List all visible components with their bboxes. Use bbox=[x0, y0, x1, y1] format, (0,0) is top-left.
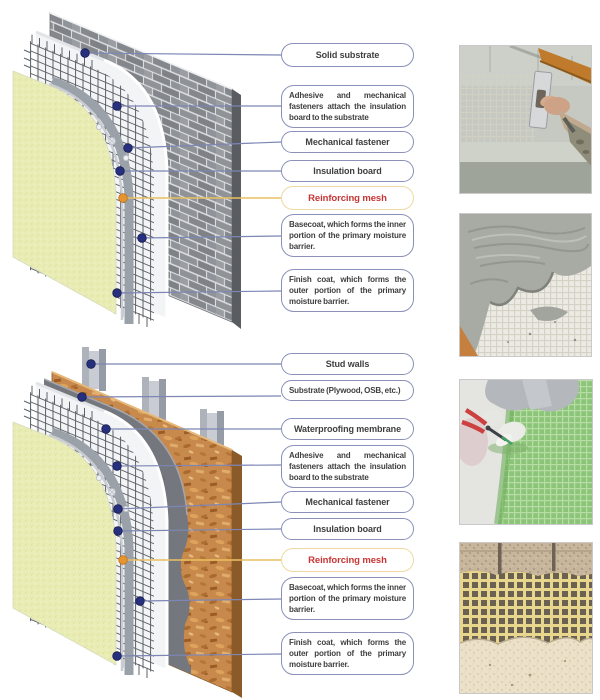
callout-adhesive-fasteners-top: Adhesive and mechanical fasteners attach… bbox=[281, 85, 414, 128]
callout-stud-walls: Stud walls bbox=[281, 353, 414, 375]
callout-dots-highlight bbox=[118, 193, 128, 565]
callout-substrate-plywood-osb: Substrate (Plywood, OSB, etc.) bbox=[281, 380, 414, 401]
callout-basecoat-bottom: Basecoat, which forms the inner portion … bbox=[281, 577, 414, 620]
top-diagram bbox=[13, 12, 241, 329]
callout-finish-coat-bottom: Finish coat, which forms the outer porti… bbox=[281, 632, 414, 675]
callout-reinforcing-mesh-bottom: Reinforcing mesh bbox=[281, 548, 414, 572]
callout-mechanical-fastener-top: Mechanical fastener bbox=[281, 131, 414, 153]
photo-wet-basecoat bbox=[459, 213, 592, 357]
callout-finish-coat-top: Finish coat, which forms the outer porti… bbox=[281, 269, 414, 312]
callout-mechanical-fastener-bottom: Mechanical fastener bbox=[281, 491, 414, 513]
photo-cutting-mesh-image bbox=[460, 380, 592, 524]
leader-lines bbox=[81, 52, 282, 657]
callout-basecoat-top: Basecoat, which forms the inner portion … bbox=[281, 214, 414, 257]
photo-layer-cutaway-image bbox=[460, 543, 592, 693]
photo-wet-basecoat-image bbox=[460, 214, 591, 356]
photo-cutting-mesh bbox=[459, 379, 593, 525]
callout-waterproofing-membrane: Waterproofing membrane bbox=[281, 418, 414, 440]
bottom-diagram bbox=[13, 347, 242, 698]
callout-adhesive-fasteners-bottom: Adhesive and mechanical fasteners attach… bbox=[281, 445, 414, 488]
callout-insulation-board-bottom: Insulation board bbox=[281, 518, 414, 540]
callout-insulation-board-top: Insulation board bbox=[281, 160, 414, 182]
photo-troweling-basecoat bbox=[459, 45, 592, 194]
photo-troweling-basecoat-image bbox=[460, 46, 591, 193]
callout-solid-substrate: Solid substrate bbox=[281, 43, 414, 67]
callout-reinforcing-mesh-top: Reinforcing mesh bbox=[281, 186, 414, 210]
callout-dots bbox=[77, 48, 147, 661]
photo-layer-cutaway bbox=[459, 542, 593, 694]
leader-lines-highlight bbox=[123, 197, 281, 561]
